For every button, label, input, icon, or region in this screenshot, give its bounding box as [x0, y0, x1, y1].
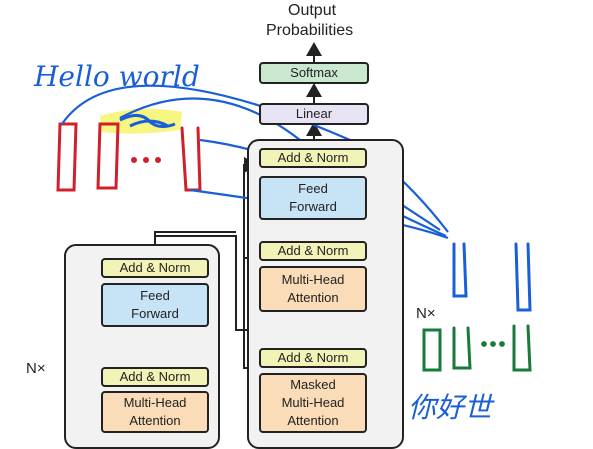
decoder-nx-label: N× — [416, 305, 436, 322]
enc-multi-head-line2: Attention — [129, 413, 181, 428]
decoder-add-norm-top: Add & Norm — [259, 148, 367, 168]
masked-line2: Multi-Head — [281, 395, 345, 410]
green-vectors — [422, 324, 532, 372]
blue-vectors — [452, 242, 532, 312]
masked-line1: Masked — [290, 377, 336, 392]
handwritten-english: Hello world — [34, 60, 200, 93]
feed-forward-line1: Feed — [298, 181, 328, 196]
linear-block: Linear — [259, 103, 369, 125]
output-label-line1: Output — [288, 2, 337, 19]
masked-line3: Attention — [287, 413, 339, 428]
softmax-block: Softmax — [259, 62, 369, 84]
enc-multi-head-line1: Multi-Head — [123, 395, 187, 410]
encoder-nx-label: N× — [26, 360, 46, 377]
encoder-add-norm-top: Add & Norm — [101, 258, 209, 278]
output-label-line2: Probabilities — [266, 22, 354, 39]
decoder-add-norm-mid: Add & Norm — [259, 241, 367, 261]
handwritten-chinese: 你好世 — [408, 391, 493, 424]
enc-feed-forward-line2: Forward — [131, 306, 179, 321]
enc-feed-forward-line1: Feed — [140, 288, 170, 303]
red-vectors — [56, 122, 202, 192]
transformer-diagram: Output Probabilities Softmax Linear Add … — [26, 2, 532, 449]
feed-forward-line2: Forward — [289, 199, 337, 214]
multi-head-line2: Attention — [287, 290, 339, 305]
encoder-add-norm-bottom: Add & Norm — [101, 367, 209, 387]
decoder-add-norm-bottom: Add & Norm — [259, 348, 367, 368]
multi-head-line1: Multi-Head — [281, 272, 345, 287]
blue-scribble — [119, 114, 176, 129]
